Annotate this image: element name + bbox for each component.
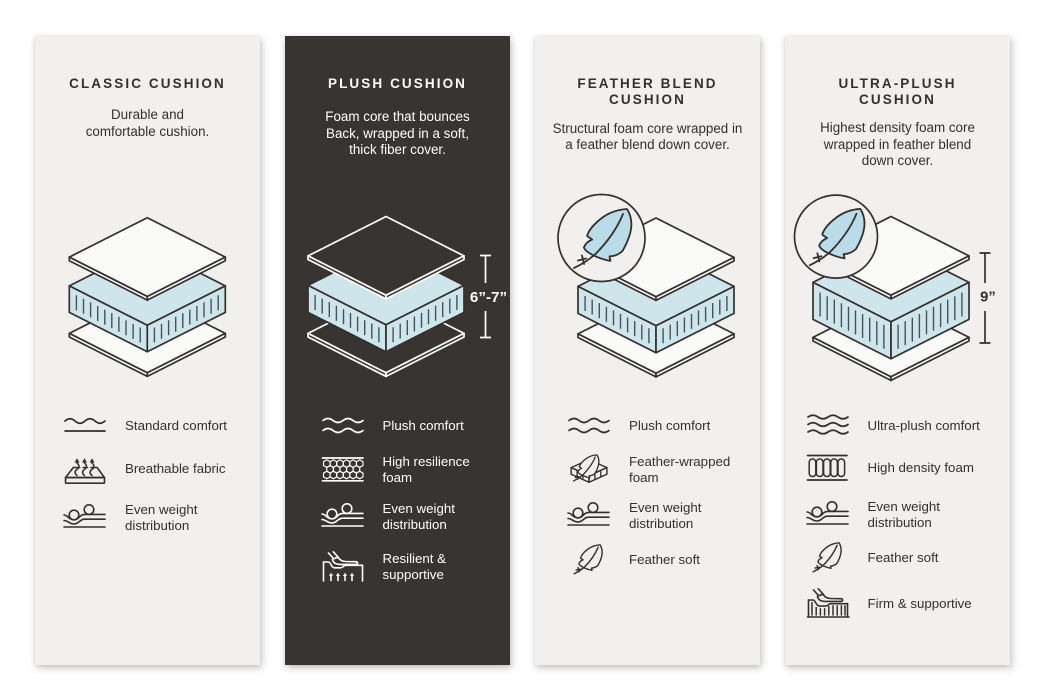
wave-flat-icon: [64, 417, 106, 432]
cushion-illustration: [68, 216, 227, 378]
breathable-fabric-icon: [64, 458, 106, 485]
measurement-label: 9”: [980, 290, 996, 306]
weight-distribution-icon: [805, 500, 849, 525]
high-density-foam-icon: [806, 454, 848, 481]
feature-row: Plush comfort: [565, 408, 710, 444]
feature-label: Even weight distribution: [125, 502, 198, 533]
feature-row: Even weight distribution: [804, 497, 940, 533]
feature-icon-box: [565, 500, 613, 532]
feature-icon-box: [804, 542, 852, 574]
feature-icon-box: [61, 410, 109, 442]
feature-row: Firm & supportive: [804, 586, 972, 622]
feather-wrapped-foam-icon: [570, 454, 608, 483]
feature-row: Even weight distribution: [61, 500, 197, 536]
feather-badge-icon: [557, 193, 646, 283]
feature-icon-box: [319, 501, 367, 533]
feather-blend-cushion-card: FEATHER BLEND CUSHION Structural foam cor…: [535, 36, 760, 665]
feature-icon-box: [804, 499, 852, 531]
weight-distribution-icon: [63, 503, 106, 528]
feature-row: Even weight distribution: [565, 498, 701, 534]
feature-label: Ultra-plush comfort: [867, 418, 980, 433]
feather-badge-icon: [793, 194, 879, 279]
feature-icon-box: [565, 454, 613, 486]
top-cover-layer: [68, 216, 227, 301]
feature-icon-box: [61, 502, 109, 534]
feature-label: Standard comfort: [125, 418, 227, 433]
feature-row: High resilience foam: [319, 452, 470, 488]
feature-row: High density foam: [804, 450, 974, 486]
plush-cushion-card: PLUSH CUSHION Foam core that bounces Back…: [285, 36, 510, 665]
height-measurement: 9”: [979, 252, 996, 344]
card-title: ULTRA-PLUSH CUSHION: [838, 76, 957, 107]
feature-label: Plush comfort: [382, 418, 464, 433]
feature-row: Even weight distribution: [319, 499, 455, 535]
feature-icon-box: [319, 454, 367, 486]
waves-two-icon: [568, 417, 610, 434]
feature-icon-box: [804, 410, 852, 442]
feature-label: Even weight distribution: [382, 501, 455, 532]
feather-icon: [573, 544, 603, 575]
feature-row: Feather soft: [565, 542, 700, 578]
firm-supportive-icon: [806, 588, 850, 618]
feature-icon-box: [804, 452, 852, 484]
feature-row: Plush comfort: [319, 408, 464, 444]
feature-label: High density foam: [867, 460, 974, 475]
feature-icon-box: [804, 588, 852, 620]
card-title: CLASSIC CUSHION: [69, 76, 226, 91]
feature-label: Resilient & supportive: [382, 551, 447, 582]
feature-label: Feather-wrapped foam: [629, 454, 731, 485]
cushion-illustration: 6”-7”: [307, 215, 507, 378]
feature-row: Breathable fabric: [61, 451, 226, 487]
top-cover-layer: [307, 215, 465, 300]
feature-icon-box: [319, 410, 367, 442]
feature-row: Resilient & supportive: [319, 549, 447, 585]
feature-label: Plush comfort: [629, 418, 711, 433]
measurement-label: 6”-7”: [470, 289, 507, 306]
waves-two-icon: [321, 417, 364, 434]
feature-row: Feather soft: [804, 540, 939, 576]
feature-icon-box: [61, 453, 109, 485]
waves-three-icon: [806, 414, 849, 435]
card-title: FEATHER BLEND CUSHION: [577, 76, 718, 107]
feature-row: Ultra-plush comfort: [804, 408, 980, 444]
cushion-illustration: [557, 193, 735, 378]
feature-icon-box: [565, 544, 613, 576]
cushion-illustration: 9”: [793, 194, 996, 382]
card-description: Durable and comfortable cushion.: [85, 107, 210, 139]
feature-label: Breathable fabric: [125, 461, 226, 476]
high-resilience-foam-icon: [321, 457, 364, 482]
feature-label: Even weight distribution: [867, 499, 940, 530]
weight-distribution-icon: [320, 502, 364, 527]
card-title: PLUSH CUSHION: [327, 76, 468, 91]
feather-icon: [811, 542, 842, 573]
card-description: Foam core that bounces Back, wrapped in …: [325, 109, 470, 157]
feature-label: Feather soft: [867, 550, 939, 565]
feature-label: Even weight distribution: [629, 500, 702, 531]
classic-cushion-card: CLASSIC CUSHION Durable and comfortable c…: [35, 36, 260, 665]
feature-label: Firm & supportive: [867, 596, 972, 611]
height-measurement: 6”-7”: [470, 254, 507, 339]
feature-icon-box: [565, 410, 613, 442]
card-description: Structural foam core wrapped in a feathe…: [552, 120, 743, 153]
weight-distribution-icon: [567, 501, 610, 526]
ultra-plush-cushion-card: ULTRA-PLUSH CUSHION Highest density foam …: [785, 36, 1010, 665]
feature-row: Standard comfort: [61, 408, 227, 444]
feature-icon-box: [319, 551, 367, 583]
card-description: Highest density foam core wrapped in fea…: [820, 120, 975, 168]
resilient-supportive-icon: [322, 551, 363, 582]
feature-row: Feather-wrapped foam: [565, 452, 730, 488]
feature-label: Feather soft: [629, 552, 700, 567]
feature-label: High resilience foam: [382, 454, 470, 485]
